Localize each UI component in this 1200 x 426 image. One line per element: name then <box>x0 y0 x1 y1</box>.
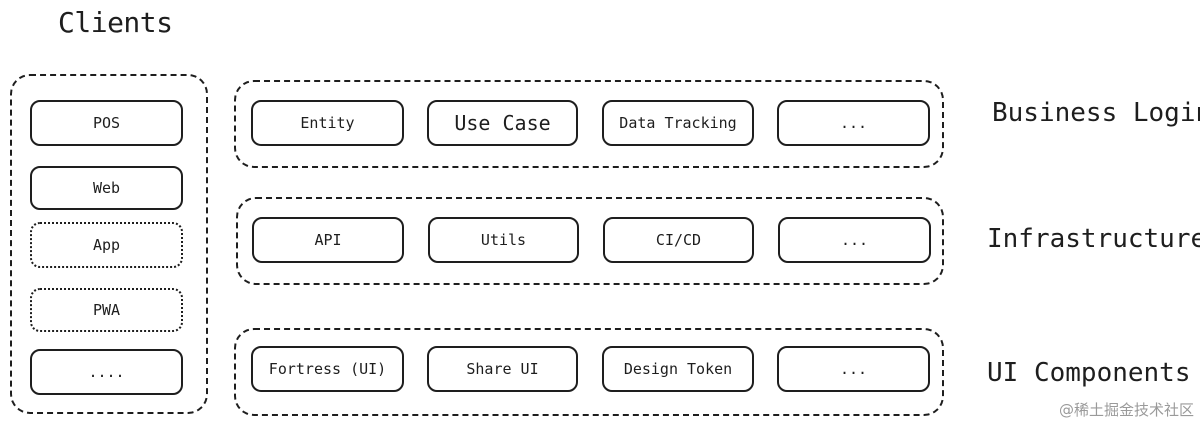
client-app-box: App <box>30 222 183 268</box>
business-login-group <box>234 80 944 168</box>
use-case-box: Use Case <box>427 100 578 146</box>
watermark: @稀土掘金技术社区 <box>1058 401 1194 419</box>
ui-components-label: UI Components <box>987 358 1191 388</box>
ci-cd-box: CI/CD <box>603 217 754 263</box>
clients-group <box>10 74 208 414</box>
ui-components-group <box>234 328 944 416</box>
infrastructure-group <box>236 197 944 285</box>
design-token-box: Design Token <box>602 346 754 392</box>
utils-box: Utils <box>428 217 579 263</box>
api-box: API <box>252 217 404 263</box>
business-more-box: ... <box>777 100 930 146</box>
ui-components-more-box: ... <box>777 346 930 392</box>
client-more-box: .... <box>30 349 183 395</box>
clients-title: Clients <box>58 6 173 39</box>
share-ui-box: Share UI <box>427 346 578 392</box>
infrastructure-label: Infrastructure <box>987 224 1200 254</box>
fortress-ui-box: Fortress (UI) <box>251 346 404 392</box>
client-pwa-box: PWA <box>30 288 183 332</box>
business-login-label: Business Login <box>992 98 1200 128</box>
entity-box: Entity <box>251 100 404 146</box>
data-tracking-box: Data Tracking <box>602 100 754 146</box>
infrastructure-more-box: ... <box>778 217 931 263</box>
client-web-box: Web <box>30 166 183 210</box>
client-pos-box: POS <box>30 100 183 146</box>
